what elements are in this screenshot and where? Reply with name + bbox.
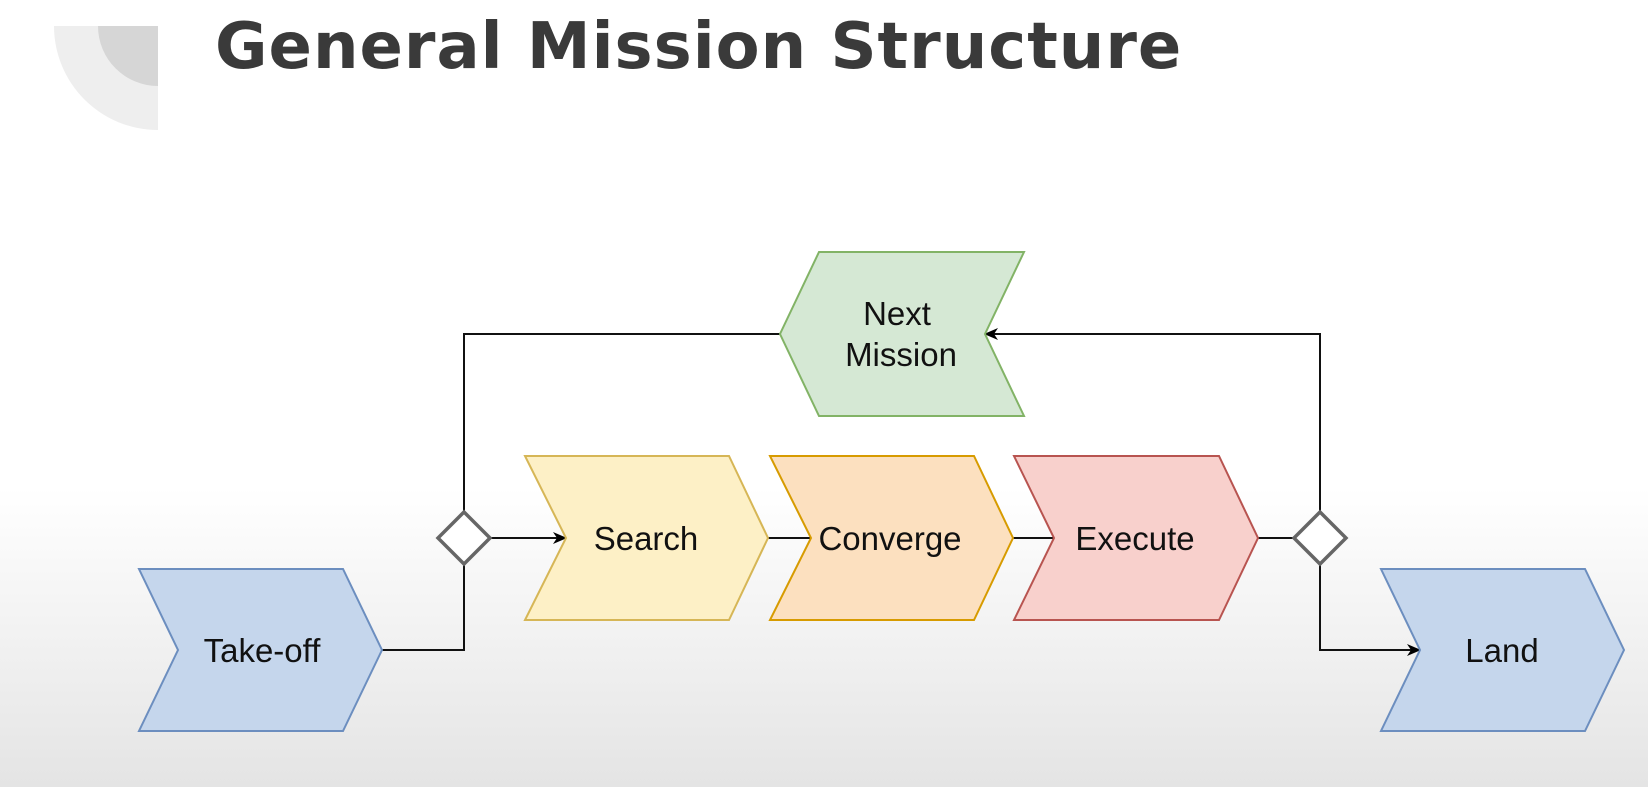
node-search: Search xyxy=(523,455,770,621)
node-takeoff: Take-off xyxy=(137,568,384,732)
next-mission-label-line1: Next xyxy=(863,295,931,332)
edge-decision-to-next-mission xyxy=(463,333,780,513)
node-next-mission: Next Mission xyxy=(778,251,1026,417)
execute-shape xyxy=(1012,455,1260,621)
converge-shape xyxy=(768,455,1015,621)
takeoff-shape xyxy=(137,568,384,732)
takeoff-label: Take-off xyxy=(204,632,322,669)
node-execute: Execute xyxy=(1012,455,1260,621)
node-land: Land xyxy=(1379,568,1626,732)
execute-label: Execute xyxy=(1075,520,1194,557)
node-converge: Converge xyxy=(768,455,1015,621)
next-mission-label-line2: Mission xyxy=(845,336,957,373)
edge-decision-to-land xyxy=(1319,564,1421,656)
corner-decoration xyxy=(54,26,158,130)
converge-label: Converge xyxy=(818,520,961,557)
land-label: Land xyxy=(1465,632,1538,669)
search-shape xyxy=(523,455,770,621)
decision-diamond-right xyxy=(1291,509,1349,567)
next-mission-shape xyxy=(778,251,1026,417)
search-label: Search xyxy=(594,520,699,557)
connectors xyxy=(382,328,1421,656)
land-shape xyxy=(1379,568,1626,732)
edge-takeoff-to-decision xyxy=(382,564,465,651)
slide-title: General Mission Structure xyxy=(215,10,1183,84)
decision-diamond-left xyxy=(435,509,493,567)
edge-decision-to-next-mission-return xyxy=(984,328,1321,513)
